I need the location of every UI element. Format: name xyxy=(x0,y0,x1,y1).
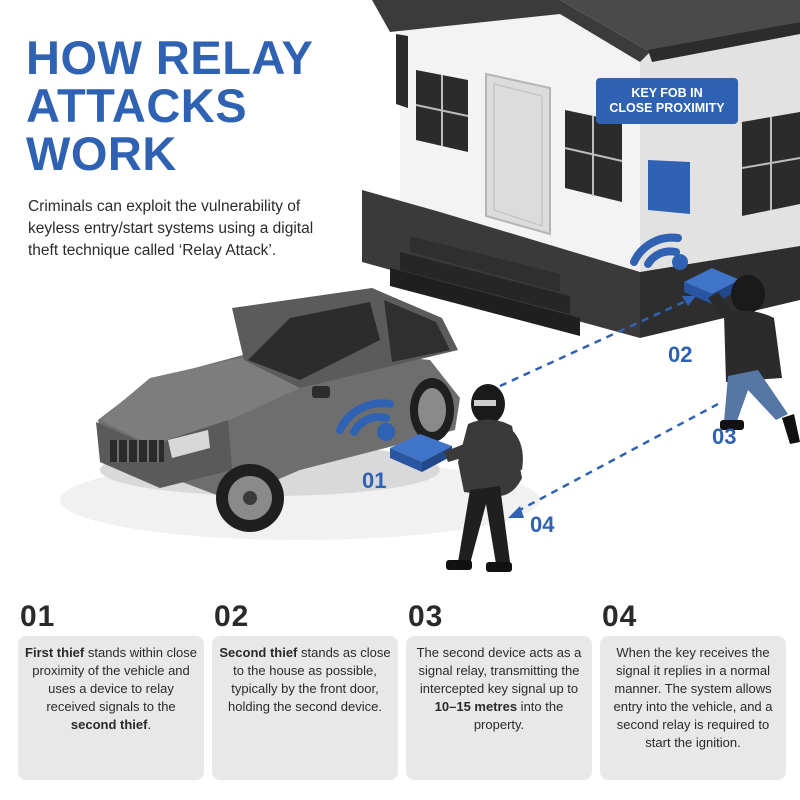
wifi-signal-icon-house xyxy=(630,233,682,268)
step-card-02: Second thief stands as close to the hous… xyxy=(212,636,398,780)
step-number-03: 03 xyxy=(408,600,444,633)
step-03-text-2: into the property. xyxy=(473,699,564,732)
step-card-03: The second device acts as a signal relay… xyxy=(406,636,592,780)
step-02-text-1: stands as close to the house as possible… xyxy=(228,645,391,714)
scene-step-01: 01 xyxy=(362,468,387,493)
second-thief xyxy=(708,275,800,444)
title-line-1: HOW RELAY xyxy=(26,31,314,84)
step-number-01: 01 xyxy=(20,600,56,633)
step-card-01: First thief stands within close proximit… xyxy=(18,636,204,780)
step-01-text-1: stands within close proximity of the veh… xyxy=(32,645,197,714)
relay-attack-illustration xyxy=(60,0,800,572)
relay-signal-paths xyxy=(499,298,719,514)
wifi-dot-car xyxy=(377,423,395,441)
step-number-04: 04 xyxy=(602,600,638,633)
step-03-bold-1: 10–15 metres xyxy=(434,699,518,714)
title-line-2: ATTACKS xyxy=(26,79,248,132)
wifi-signal-icon-car xyxy=(336,399,394,436)
scene-step-03: 03 xyxy=(712,424,737,449)
key-fob-label-line-2: CLOSE PROXIMITY xyxy=(609,101,725,115)
scene-step-04: 04 xyxy=(530,512,555,537)
step-01-text-2: . xyxy=(147,717,152,732)
first-thief xyxy=(444,384,523,572)
step-02-bold-1: Second thief xyxy=(219,645,298,660)
car xyxy=(96,288,460,532)
step-card-04: When the key receives the signal it repl… xyxy=(600,636,786,780)
arrowhead-to-car-thief xyxy=(508,506,524,518)
step-04-text-1: When the key receives the signal it repl… xyxy=(613,645,773,750)
key-fob-label: KEY FOB IN CLOSE PROXIMITY xyxy=(596,78,738,124)
wifi-dot-house xyxy=(672,254,688,270)
house xyxy=(362,0,800,338)
scene-step-02: 02 xyxy=(668,342,693,367)
step-number-02: 02 xyxy=(214,600,250,633)
step-03-text-1: The second device acts as a signal relay… xyxy=(416,645,582,696)
step-01-bold-2: second thief xyxy=(70,717,148,732)
arrowhead-to-house xyxy=(682,296,696,306)
key-fob-label-line-1: KEY FOB IN xyxy=(631,86,703,100)
page-title: HOW RELAY ATTACKS WORK xyxy=(26,34,313,178)
title-line-3: WORK xyxy=(26,127,177,180)
step-01-bold-1: First thief xyxy=(25,645,85,660)
intro-text: Criminals can exploit the vulnerability … xyxy=(28,198,314,259)
